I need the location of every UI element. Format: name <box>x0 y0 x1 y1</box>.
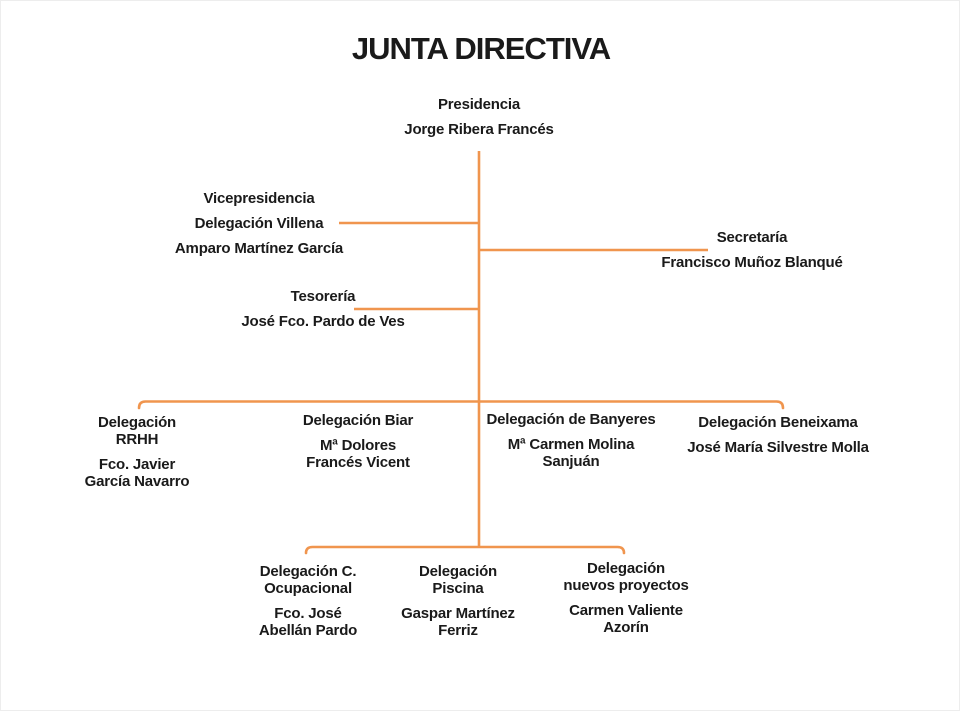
role-label: Delegación nuevos proyectos <box>563 560 689 594</box>
role-label: Vicepresidencia <box>203 190 315 207</box>
person-name: Mª Carmen Molina Sanjuán <box>507 436 635 470</box>
person-name: Fco. Javier García Navarro <box>84 456 190 490</box>
node-delegacion-rrhh: Delegación RRHH Fco. Javier García Navar… <box>85 414 190 490</box>
role-label: Secretaría <box>716 229 788 246</box>
node-delegacion-biar: Delegación Biar Mª Dolores Francés Vicen… <box>302 412 414 471</box>
person-name: José Fco. Pardo de Ves <box>241 313 405 330</box>
node-vicepresidencia: Vicepresidencia Delegación Villena Ampar… <box>175 191 343 257</box>
role-label: Tesorería <box>290 288 356 305</box>
node-secretaria: Secretaría Francisco Muñoz Blanqué <box>661 230 842 271</box>
node-presidencia: Presidencia Jorge Ribera Francés <box>404 96 554 138</box>
connector-bottom-rail <box>304 545 626 555</box>
person-name: Carmen Valiente Azorín <box>569 602 683 636</box>
connector-middle-rail <box>137 400 785 410</box>
role-label: Delegación de Banyeres <box>486 411 656 428</box>
role-label: Delegación RRHH <box>97 414 177 448</box>
delegation-label: Delegación Villena <box>194 215 324 232</box>
node-delegacion-nuevos-proyectos: Delegación nuevos proyectos Carmen Valie… <box>563 560 688 636</box>
role-label: Delegación C. Ocupacional <box>259 563 357 597</box>
node-tesoreria: Tesorería José Fco. Pardo de Ves <box>241 289 404 330</box>
person-name: Gaspar Martínez Ferriz <box>401 605 515 639</box>
person-name: Mª Dolores Francés Vicent <box>306 437 410 471</box>
role-label: Delegación Beneixama <box>698 414 858 431</box>
node-delegacion-c-ocupacional: Delegación C. Ocupacional Fco. José Abel… <box>259 563 357 639</box>
node-delegacion-banyeres: Delegación de Banyeres Mª Carmen Molina … <box>486 411 655 470</box>
person-name: Jorge Ribera Francés <box>404 121 554 138</box>
person-name: José María Silvestre Molla <box>687 439 869 456</box>
node-delegacion-beneixama: Delegación Beneixama José María Silvestr… <box>687 414 869 456</box>
person-name: Francisco Muñoz Blanqué <box>661 254 843 271</box>
role-label: Delegación Biar <box>302 412 414 429</box>
person-name: Amparo Martínez García <box>174 240 344 257</box>
page-title: JUNTA DIRECTIVA <box>351 31 611 66</box>
role-label: Presidencia <box>437 96 520 113</box>
person-name: Fco. José Abellán Pardo <box>258 605 358 639</box>
node-delegacion-piscina: Delegación Piscina Gaspar Martínez Ferri… <box>401 563 515 639</box>
role-label: Delegación Piscina <box>418 563 498 597</box>
